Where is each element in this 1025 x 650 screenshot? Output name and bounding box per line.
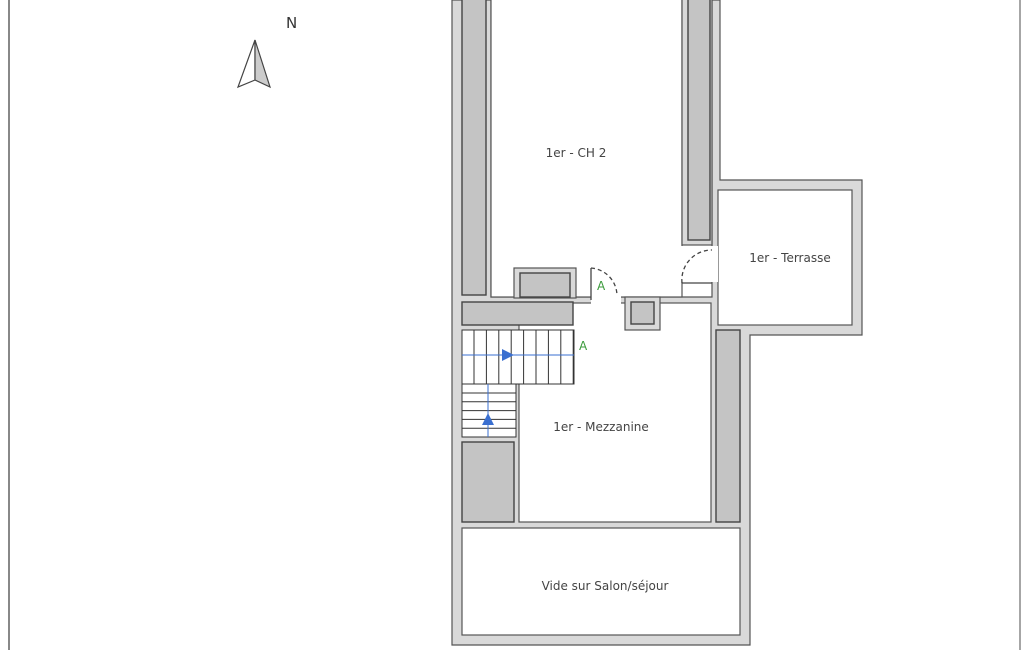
room-vide xyxy=(461,527,741,636)
north-label: N xyxy=(286,14,297,32)
stair-marker-a: A xyxy=(579,339,588,353)
right-column xyxy=(687,0,711,241)
mezzanine-right-column xyxy=(715,329,741,523)
north-arrow-icon xyxy=(236,39,271,89)
door-marker-a: A xyxy=(597,279,606,293)
room-label-vide: Vide sur Salon/séjour xyxy=(542,579,669,593)
staircase xyxy=(461,329,575,438)
stair-arrow-up-icon xyxy=(482,413,494,425)
room-label-ch2: 1er - CH 2 xyxy=(546,146,607,160)
door-swing-ch2 xyxy=(590,267,618,297)
small-box xyxy=(630,301,655,325)
left-column xyxy=(461,0,487,296)
cabinet-box xyxy=(519,272,571,298)
wall-bar xyxy=(461,301,574,326)
stair-arrow-right-icon xyxy=(502,349,514,361)
room-label-terrasse: 1er - Terrasse xyxy=(749,251,830,265)
door-swing-terrasse xyxy=(681,249,713,284)
building-walls: A A xyxy=(451,0,863,646)
room-label-mezzanine: 1er - Mezzanine xyxy=(553,420,649,434)
room-terrasse xyxy=(717,189,853,326)
storage-block xyxy=(461,441,515,523)
room-ch2 xyxy=(490,0,683,298)
